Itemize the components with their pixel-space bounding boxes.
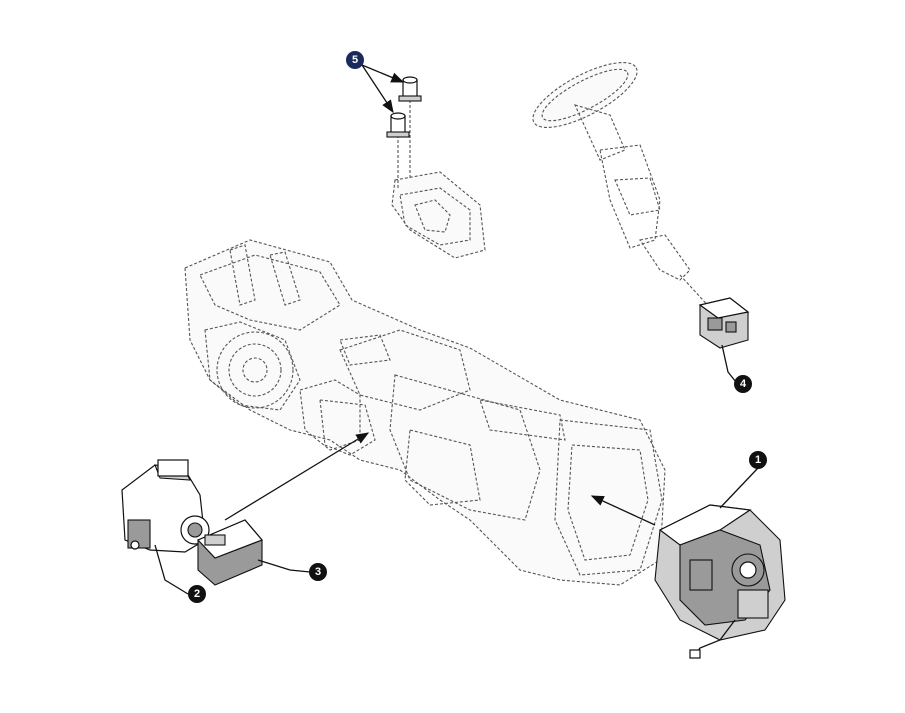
svg-text:5: 5 (352, 54, 358, 66)
callout-4: 4 (734, 375, 752, 393)
hydraulic-pump (121, 459, 210, 553)
transmission-housing (184, 239, 666, 586)
svg-text:4: 4 (740, 378, 747, 390)
unit-to-housing-arrow (590, 495, 656, 526)
leader-line-1 (719, 467, 759, 509)
svg-text:2: 2 (194, 588, 200, 600)
svg-text:3: 3 (315, 566, 321, 578)
fitting-upper (398, 76, 422, 102)
leader-line-3 (257, 559, 311, 573)
steering-column (532, 61, 713, 311)
callout-1: 1 (749, 451, 767, 469)
callout-5: 5 (346, 51, 364, 69)
valve-bracket (391, 100, 486, 259)
callout-5-circle (346, 51, 364, 69)
pump-to-housing-arrow (224, 432, 370, 521)
leader-line-5b (361, 64, 394, 114)
callout-2: 2 (188, 585, 206, 603)
hydrostatic-unit (654, 504, 786, 659)
fitting-lower (386, 112, 410, 138)
leader-line-5a (361, 64, 405, 83)
steering-valve (698, 297, 750, 349)
leader-line-2 (154, 544, 189, 595)
callout-3: 3 (309, 563, 327, 581)
leader-line-4 (721, 344, 737, 383)
svg-text:1: 1 (755, 454, 761, 466)
gear-pump (196, 519, 264, 586)
